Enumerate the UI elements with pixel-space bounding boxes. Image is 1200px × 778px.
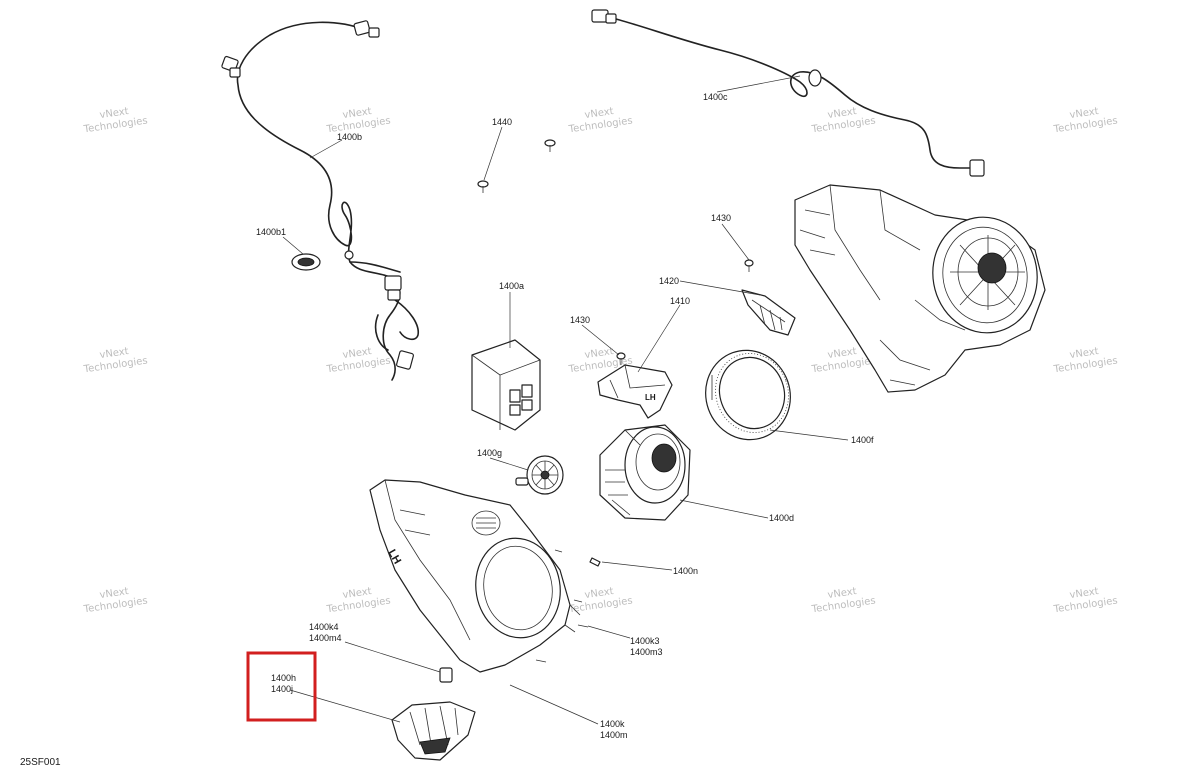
pins-1400n bbox=[535, 549, 601, 663]
callout-labels: 1400b 1400c 1440 1400b1 1430 1420 1410 1… bbox=[256, 92, 874, 740]
callout-1430-mid: 1430 bbox=[570, 315, 590, 325]
callout-1400j: 1400j bbox=[271, 684, 293, 694]
speaker-ring-1400f bbox=[705, 349, 791, 441]
callout-1400m: 1400m bbox=[600, 730, 628, 740]
callout-1410: 1410 bbox=[670, 296, 690, 306]
callout-1400k4: 1400k4 bbox=[309, 622, 339, 632]
clip-1400k4 bbox=[439, 667, 453, 683]
speaker-driver-1400d bbox=[599, 424, 691, 521]
callout-1400f: 1400f bbox=[851, 435, 874, 445]
callout-1420: 1420 bbox=[659, 276, 679, 286]
wire-harness-1400b bbox=[221, 20, 420, 381]
screw-1430-mid bbox=[616, 352, 626, 365]
svg-text:vNext: vNext bbox=[1069, 346, 1100, 361]
vent-grille-1400h bbox=[391, 701, 476, 761]
screw-1430-top bbox=[744, 259, 754, 272]
callout-1400k3: 1400k3 bbox=[630, 636, 660, 646]
svg-text:vNext: vNext bbox=[99, 106, 130, 121]
callout-1400c: 1400c bbox=[703, 92, 728, 102]
callout-1400g: 1400g bbox=[477, 448, 502, 458]
callout-1440: 1440 bbox=[492, 117, 512, 127]
bracket-1410: LH bbox=[597, 364, 673, 419]
bracket-1420 bbox=[741, 289, 796, 336]
callout-1400n: 1400n bbox=[673, 566, 698, 576]
svg-text:vNext: vNext bbox=[342, 586, 373, 601]
drawing-code: 25SF001 bbox=[20, 757, 61, 768]
svg-text:vNext: vNext bbox=[99, 346, 130, 361]
svg-text:vNext: vNext bbox=[827, 346, 858, 361]
tweeter-1400g bbox=[515, 455, 564, 495]
callout-1400k: 1400k bbox=[600, 719, 625, 729]
svg-text:vNext: vNext bbox=[584, 346, 615, 361]
callout-1400b1: 1400b1 bbox=[256, 227, 286, 237]
callout-1400b: 1400b bbox=[337, 132, 362, 142]
highlight-box bbox=[246, 651, 317, 722]
svg-text:vNext: vNext bbox=[1069, 106, 1100, 121]
callout-1430-top: 1430 bbox=[711, 213, 731, 223]
svg-text:vNext: vNext bbox=[99, 586, 130, 601]
callout-1400d: 1400d bbox=[769, 513, 794, 523]
svg-text:vNext: vNext bbox=[827, 106, 858, 121]
wire-harness-1400c bbox=[591, 9, 985, 177]
screw-1440-b bbox=[544, 139, 556, 152]
svg-text:vNext: vNext bbox=[584, 106, 615, 121]
svg-text:LH: LH bbox=[645, 393, 656, 402]
svg-text:vNext: vNext bbox=[584, 586, 615, 601]
callout-1400a: 1400a bbox=[499, 281, 524, 291]
cover-panel-1400k: LH bbox=[369, 479, 581, 673]
screw-1440-a bbox=[477, 180, 489, 193]
grommet-1400b1 bbox=[291, 253, 321, 271]
svg-text:vNext: vNext bbox=[827, 586, 858, 601]
svg-text:vNext: vNext bbox=[1069, 586, 1100, 601]
callout-1400m4: 1400m4 bbox=[309, 633, 342, 643]
control-module-1400a bbox=[471, 339, 541, 577]
speaker-housing-assembly bbox=[794, 184, 1046, 393]
svg-text:vNext: vNext bbox=[342, 346, 373, 361]
svg-text:vNext: vNext bbox=[342, 106, 373, 121]
leader-lines bbox=[282, 75, 849, 725]
callout-1400m3: 1400m3 bbox=[630, 647, 663, 657]
callout-1400h: 1400h bbox=[271, 673, 296, 683]
